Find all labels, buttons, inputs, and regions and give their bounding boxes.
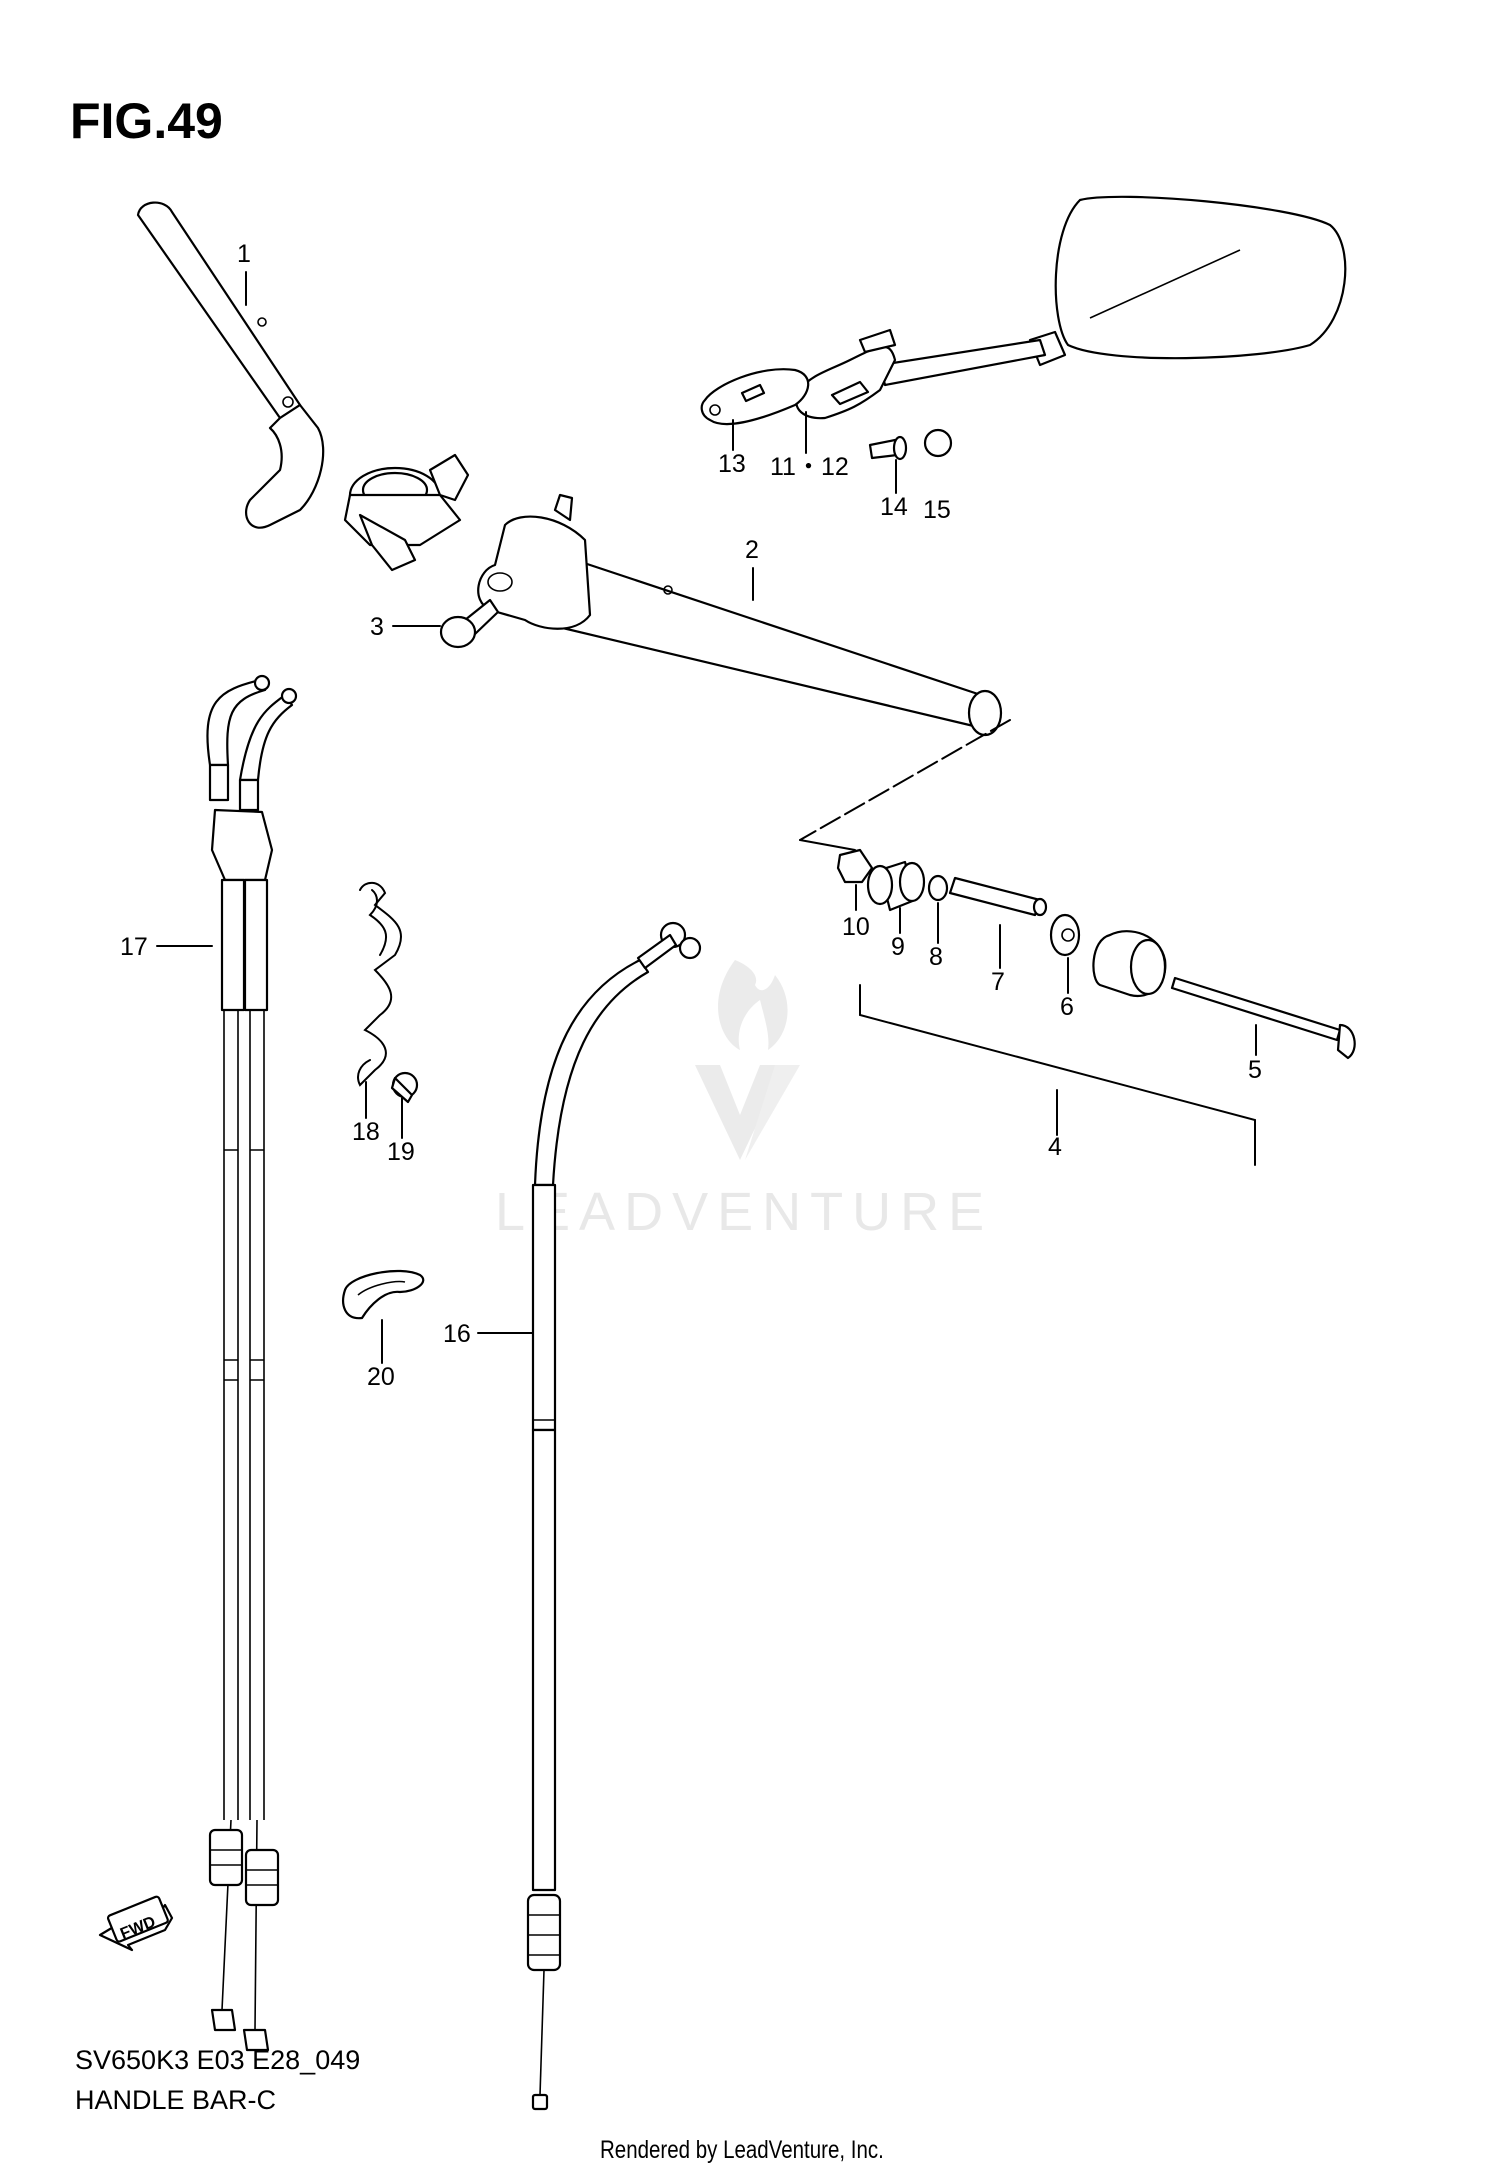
part-20-cable-guide: [342, 1269, 425, 1320]
callout-label-3: 3: [370, 613, 384, 641]
callout-label-13: 13: [718, 450, 746, 478]
callout-15: 15: [923, 496, 951, 524]
callout-label-10: 10: [842, 913, 870, 941]
callout-4: 4: [1048, 1089, 1062, 1161]
callout-1: 1: [237, 240, 251, 306]
callout-9: 9: [891, 907, 905, 961]
callout-8: 8: [929, 902, 943, 971]
callout-19: 19: [387, 1097, 415, 1166]
part-1-left-handlebar: [136, 201, 470, 572]
callout-18: 18: [352, 1081, 380, 1146]
section-name: HANDLE BAR-C: [75, 2085, 277, 2115]
watermark-text: LEADVENTURE: [495, 1182, 993, 1242]
callout-16: 16: [443, 1320, 534, 1348]
callout-5: 5: [1248, 1024, 1262, 1084]
callout-label-14: 14: [880, 493, 908, 521]
part-17-throttle-cables: [206, 674, 298, 2052]
callout-6: 6: [1060, 957, 1074, 1021]
callout-13: 13: [718, 419, 746, 478]
part-2-right-handlebar: [477, 493, 1003, 737]
figure-title: FIG.49: [70, 93, 223, 149]
part-3-bolt: [439, 598, 500, 649]
callout-label-2: 2: [745, 536, 759, 564]
callout-17: 17: [120, 933, 213, 961]
bar-end-weight-assembly: [799, 719, 1356, 1166]
mirror-assembly: [700, 195, 1347, 461]
callout-label-16: 16: [443, 1320, 471, 1348]
callout-11-12: 11・12: [770, 411, 849, 481]
part-16-clutch-cable: [526, 921, 702, 2111]
callout-label-11-12: 11・12: [770, 453, 849, 481]
callout-2: 2: [745, 536, 759, 601]
callout-10: 10: [842, 884, 870, 941]
callout-3: 3: [370, 613, 441, 641]
callout-label-4: 4: [1048, 1133, 1062, 1161]
part-19-bolt: [390, 1071, 419, 1104]
callout-label-15: 15: [923, 496, 951, 524]
callout-20: 20: [367, 1319, 395, 1391]
part-18-wire-clamp: [357, 881, 402, 1087]
callout-label-9: 9: [891, 933, 905, 961]
leadventure-watermark: LEADVENTURE: [495, 960, 993, 1242]
callout-label-1: 1: [237, 240, 251, 268]
callout-label-8: 8: [929, 943, 943, 971]
callout-label-6: 6: [1060, 993, 1074, 1021]
rendered-by-credit: Rendered by LeadVenture, Inc.: [600, 2136, 884, 2164]
callout-label-20: 20: [367, 1363, 395, 1391]
callout-7: 7: [991, 924, 1005, 996]
fwd-direction-arrow: FWD: [98, 1895, 174, 1952]
callout-label-5: 5: [1248, 1056, 1262, 1084]
callout-label-18: 18: [352, 1118, 380, 1146]
callout-14: 14: [880, 459, 908, 521]
callout-label-17: 17: [120, 933, 148, 961]
callout-label-7: 7: [991, 968, 1005, 996]
model-code: SV650K3 E03 E28_049: [75, 2045, 361, 2075]
callout-label-19: 19: [387, 1138, 415, 1166]
